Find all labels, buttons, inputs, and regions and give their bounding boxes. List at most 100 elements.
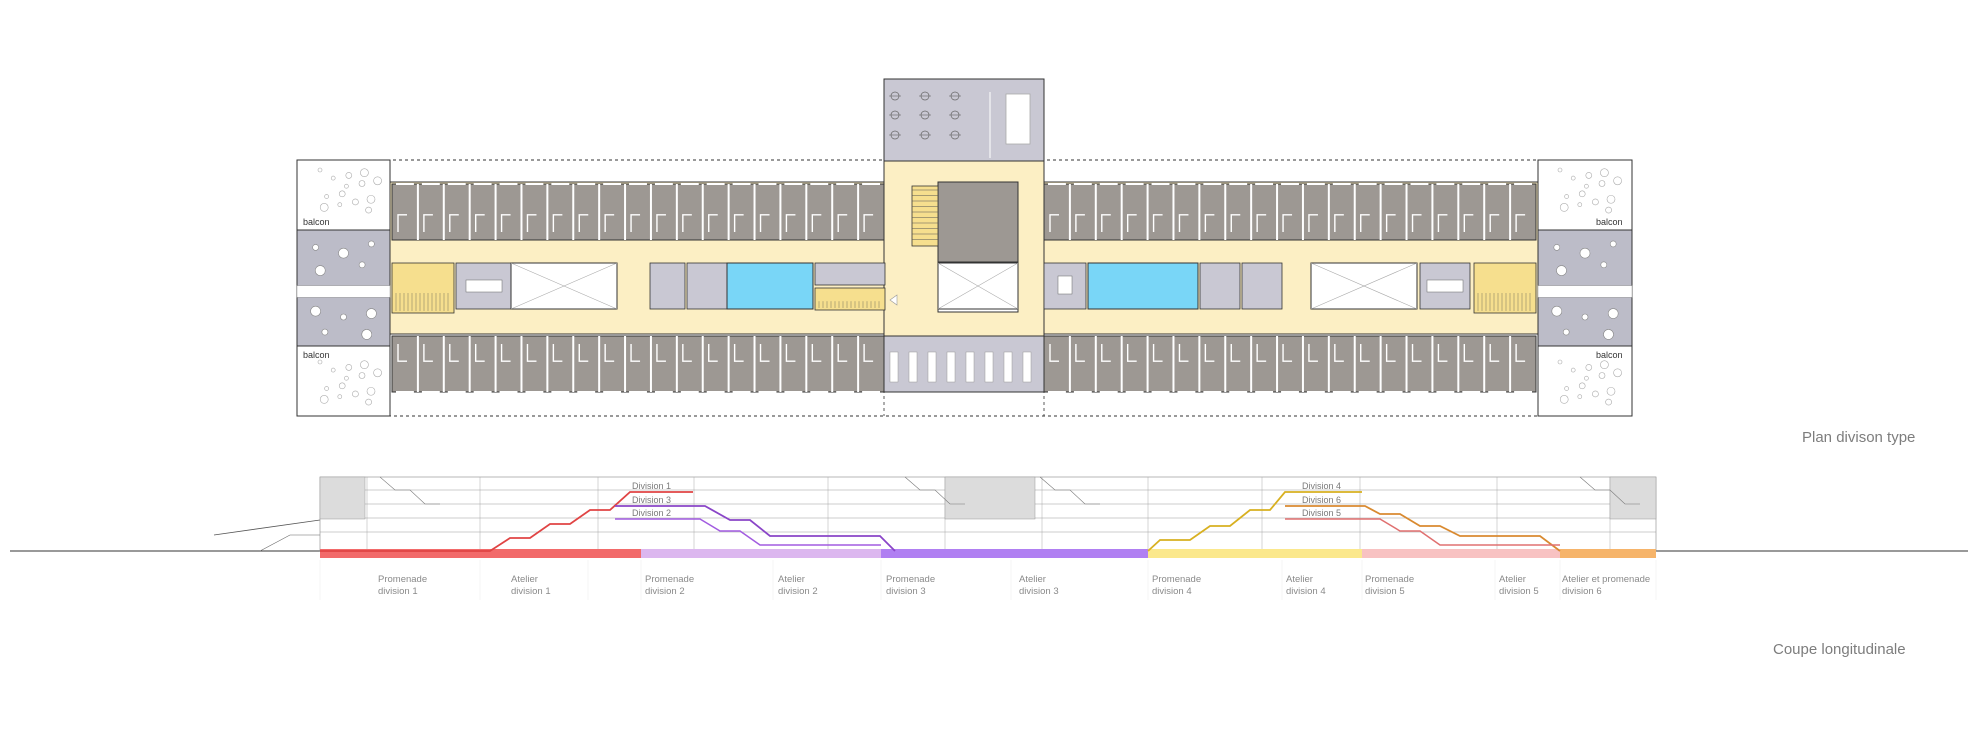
balcony-plant-icon bbox=[345, 172, 353, 179]
chairs bbox=[889, 91, 961, 140]
terrace-tree-icon bbox=[368, 240, 375, 248]
room-partition bbox=[526, 214, 537, 232]
balcony-plant-icon bbox=[366, 194, 376, 204]
balcony-plant-icon bbox=[344, 375, 349, 381]
room-partition bbox=[1308, 344, 1318, 362]
room-partition bbox=[863, 344, 874, 362]
room-partition bbox=[1101, 344, 1111, 362]
room-partition bbox=[682, 214, 692, 232]
room-partition bbox=[837, 214, 848, 232]
balcony-label: balcon bbox=[1596, 350, 1623, 360]
stairs bbox=[391, 262, 1537, 314]
room-block bbox=[391, 183, 885, 241]
pool-right bbox=[1087, 262, 1199, 310]
central-stair bbox=[911, 185, 939, 247]
balcony-plant-icon bbox=[1592, 198, 1599, 206]
path-division-2 bbox=[615, 518, 881, 546]
terrace-tree-icon bbox=[1600, 261, 1608, 269]
void-cross bbox=[937, 262, 1019, 310]
balcony-bottom-left: balcon bbox=[296, 345, 391, 417]
band-label-line1: Atelier bbox=[778, 574, 805, 585]
band-label-line2: division 1 bbox=[511, 586, 551, 597]
longitudinal-section: Division 1 Division 3 Division 2 Divisio… bbox=[10, 476, 1968, 600]
room-partition bbox=[578, 344, 589, 362]
balcony-plant-icon bbox=[1577, 202, 1583, 207]
room-partition bbox=[1178, 344, 1189, 362]
room-partition bbox=[811, 344, 822, 362]
division-label: Division 1 bbox=[632, 481, 671, 491]
balcony-plant-icon bbox=[1585, 364, 1593, 371]
room-partition bbox=[526, 344, 537, 362]
terrace-walkway bbox=[296, 285, 391, 298]
room-partition bbox=[552, 214, 563, 232]
room-partition bbox=[474, 214, 485, 232]
room-partition bbox=[1178, 214, 1189, 232]
balcony-plant-icon bbox=[1600, 360, 1609, 370]
room-partition bbox=[733, 214, 744, 232]
division-label: Division 2 bbox=[632, 508, 671, 518]
service-room bbox=[649, 262, 686, 310]
room-partition bbox=[1360, 214, 1370, 232]
balcony-plant-icon bbox=[358, 180, 366, 187]
room-partition bbox=[1385, 214, 1396, 232]
program-band bbox=[641, 549, 881, 558]
balcony-plant-icon bbox=[1577, 394, 1583, 399]
balcony-plant-icon bbox=[330, 175, 336, 181]
room-partition bbox=[1489, 214, 1500, 232]
room-partition bbox=[708, 214, 718, 232]
path-division-4 bbox=[1147, 491, 1362, 552]
program-band bbox=[881, 549, 1148, 558]
division-label: Division 6 bbox=[1302, 495, 1341, 505]
bay bbox=[946, 351, 956, 383]
balcony-plant-icon bbox=[352, 198, 359, 206]
room-partition bbox=[1126, 214, 1137, 232]
balcony-plant-icon bbox=[1578, 190, 1586, 198]
band-label-line2: division 2 bbox=[778, 586, 818, 597]
balcony-plant-icon bbox=[360, 360, 369, 370]
band-label-line2: division 5 bbox=[1499, 586, 1539, 597]
balcony-plant-icon bbox=[1564, 194, 1569, 199]
band-label-line2: division 4 bbox=[1152, 586, 1192, 597]
section-block bbox=[944, 476, 1036, 520]
room-partition bbox=[837, 344, 848, 362]
floor-plan: balcon balcon balcon balcon bbox=[296, 78, 1633, 417]
balcony-plant-icon bbox=[337, 202, 343, 207]
balcony-plant-icon bbox=[1570, 367, 1576, 373]
room-block bbox=[391, 335, 885, 393]
rooms-bottom-left bbox=[391, 335, 885, 393]
room-block bbox=[1043, 335, 1537, 393]
balcony-label: balcon bbox=[1596, 217, 1623, 227]
section-stair bbox=[379, 476, 440, 505]
rooms-bottom-right bbox=[1043, 335, 1537, 393]
section-block bbox=[1609, 476, 1657, 520]
room-partition bbox=[423, 344, 433, 362]
balcony-plant-icon bbox=[1613, 176, 1622, 186]
table bbox=[1057, 275, 1073, 295]
band-label-line1: Atelier bbox=[1499, 574, 1526, 585]
band-label-line1: Promenade bbox=[1365, 574, 1414, 585]
terrace-tree-icon bbox=[1553, 244, 1561, 251]
room-partition bbox=[1334, 214, 1344, 232]
path-division-6 bbox=[1285, 505, 1561, 552]
room-partition bbox=[500, 344, 511, 362]
room-partition bbox=[682, 344, 692, 362]
room-partition bbox=[1437, 214, 1448, 232]
room-partition bbox=[708, 344, 718, 362]
room-partition bbox=[1049, 214, 1059, 232]
room-partition bbox=[500, 214, 511, 232]
section-title: Coupe longitudinale bbox=[1773, 641, 1906, 658]
terrace-tree-icon bbox=[358, 261, 366, 269]
meeting-table bbox=[1005, 93, 1031, 145]
room-partition bbox=[1152, 344, 1163, 362]
band-label-line1: Promenade bbox=[645, 574, 694, 585]
division-labels-right: Division 4 Division 6 Division 5 bbox=[1302, 481, 1341, 518]
arrow-icon bbox=[889, 294, 898, 306]
band-label-line1: Atelier bbox=[1286, 574, 1313, 585]
band-label-line1: Atelier bbox=[1019, 574, 1046, 585]
band-label-line2: division 5 bbox=[1365, 586, 1405, 597]
pool-left bbox=[726, 262, 814, 310]
balcony-bottom-right: balcon bbox=[1537, 345, 1633, 417]
room-partition bbox=[397, 214, 407, 232]
